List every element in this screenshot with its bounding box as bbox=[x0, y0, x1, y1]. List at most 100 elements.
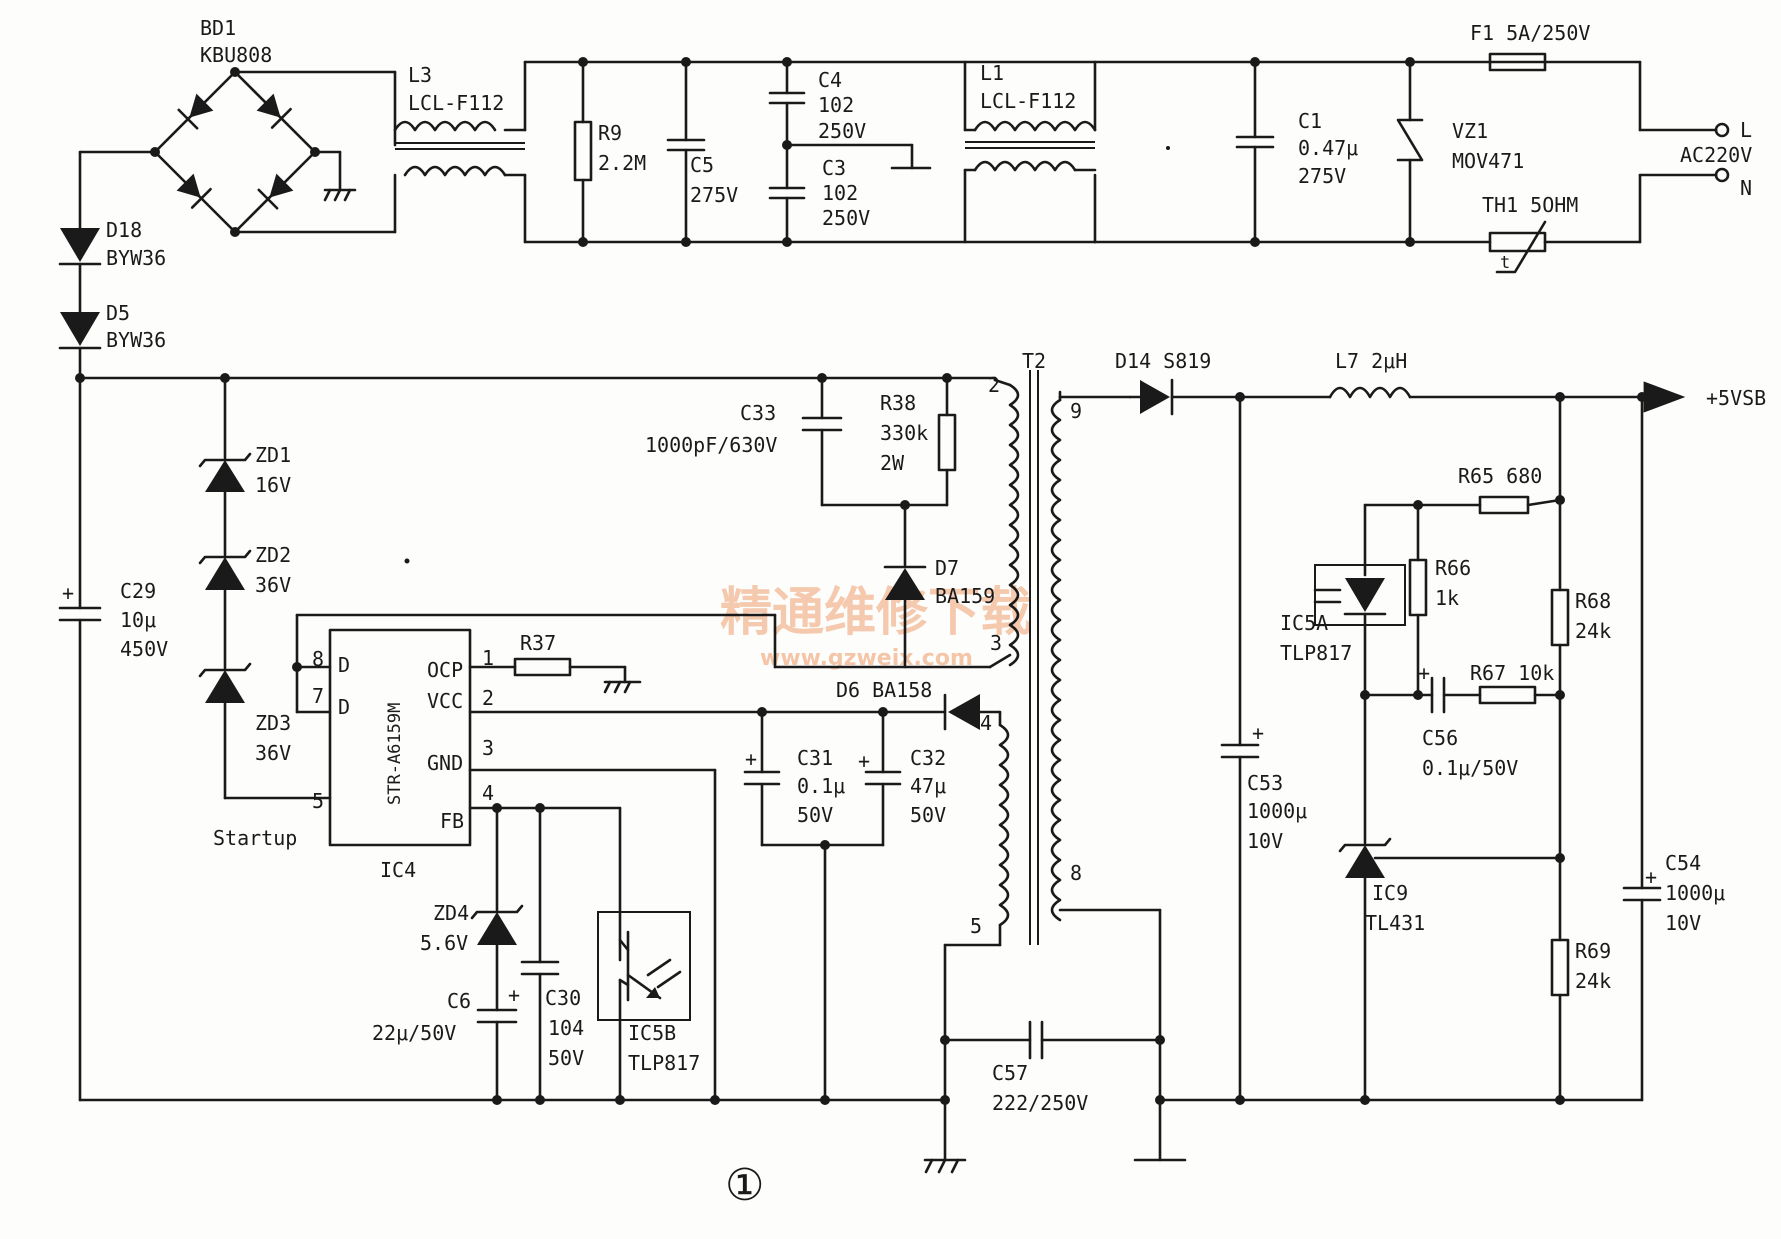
r69-ref: R69 bbox=[1575, 939, 1611, 963]
c33-ref: C33 bbox=[740, 401, 776, 425]
zd3-value: 36V bbox=[255, 741, 291, 765]
ic4-ref: IC4 bbox=[380, 858, 416, 882]
ic4-part: STR-A6159M bbox=[385, 703, 405, 805]
c29-voltage: 450V bbox=[120, 637, 168, 661]
ic5b-ref: IC5B bbox=[628, 1021, 676, 1045]
c57-value: 222/250V bbox=[992, 1091, 1088, 1115]
svg-text:+: + bbox=[1645, 865, 1657, 889]
ic4-pin3-name: GND bbox=[427, 751, 463, 775]
primary-ground-symbol bbox=[923, 1098, 967, 1174]
ac-input: L AC220V N bbox=[1680, 118, 1752, 200]
inductor-l1: L1 LCL-F112 bbox=[963, 60, 1097, 244]
c4-voltage: 250V bbox=[818, 119, 866, 143]
r38-value: 330k bbox=[880, 421, 928, 445]
c32-ref: C32 bbox=[910, 746, 946, 770]
c56-value: 0.1μ/50V bbox=[1422, 756, 1518, 780]
watermark-text: 精通维修下载 bbox=[720, 583, 1032, 643]
c4-ref: C4 bbox=[818, 68, 842, 92]
l1-ref: L1 bbox=[980, 61, 1004, 85]
c57-ref: C57 bbox=[992, 1061, 1028, 1085]
resistor-r65: R65 680 bbox=[1363, 464, 1562, 515]
diode-d18: D18 BYW36 bbox=[58, 218, 166, 270]
th1-symbol: t bbox=[1500, 253, 1510, 273]
r9-ref: R9 bbox=[598, 121, 622, 145]
capacitor-c29: + C29 10μ 450V bbox=[58, 376, 168, 1102]
ic4-pin1-num: 1 bbox=[482, 646, 494, 670]
r66-value: 1k bbox=[1435, 586, 1459, 610]
bd1-value: KBU808 bbox=[200, 43, 272, 67]
zd4-value: 5.6V bbox=[420, 931, 468, 955]
r66-ref: R66 bbox=[1435, 556, 1471, 580]
capacitor-c1: C1 0.47μ 275V bbox=[1235, 57, 1358, 247]
output-label: +5VSB bbox=[1706, 386, 1766, 410]
ic4-pin2-name: VCC bbox=[427, 689, 463, 713]
zener-zd1: ZD1 16V bbox=[198, 443, 291, 497]
capacitor-c57: C57 222/250V bbox=[943, 1020, 1165, 1115]
t2-pin4: 4 bbox=[980, 711, 992, 735]
t2-ref: T2 bbox=[1022, 349, 1046, 373]
r69-value: 24k bbox=[1575, 969, 1611, 993]
bd1-ref: BD1 bbox=[200, 16, 236, 40]
vz1-value: MOV471 bbox=[1452, 149, 1524, 173]
transformer-t2: T2 2 3 4 5 9 8 bbox=[970, 349, 1082, 945]
c53-voltage: 10V bbox=[1247, 829, 1283, 853]
capacitor-c6: + C6 22μ/50V bbox=[372, 983, 520, 1102]
c6-ref: C6 bbox=[447, 989, 471, 1013]
c31-voltage: 50V bbox=[797, 803, 833, 827]
r9-value: 2.2M bbox=[598, 151, 646, 175]
capacitor-c33: C33 1000pF/630V bbox=[645, 376, 843, 507]
r38-ref: R38 bbox=[880, 391, 916, 415]
ic4-pin4-num: 4 bbox=[482, 781, 494, 805]
d18-ref: D18 bbox=[106, 218, 142, 242]
c3-ref: C3 bbox=[822, 156, 846, 180]
c30-ref: C30 bbox=[545, 986, 581, 1010]
zener-zd4: ZD4 5.6V bbox=[420, 806, 524, 1012]
ac-l-label: L bbox=[1740, 118, 1752, 142]
zener-zd3: ZD3 36V bbox=[198, 662, 291, 765]
bridge-rectifier-bd1: BD1 KBU808 bbox=[150, 16, 357, 237]
c54-voltage: 10V bbox=[1665, 911, 1701, 935]
resistor-r69: R69 24k bbox=[1550, 856, 1611, 1102]
diode-d5: D5 BYW36 bbox=[58, 301, 166, 352]
t2-pin2: 2 bbox=[988, 373, 1000, 397]
ic4-pin7-name: D bbox=[338, 695, 350, 719]
ic4-pin1-name: OCP bbox=[427, 658, 463, 682]
resistor-r66: R66 1k bbox=[1408, 503, 1471, 697]
capacitor-c4-c3: C4 102 250V C3 102 250V bbox=[768, 57, 932, 247]
c3-value: 102 bbox=[822, 181, 858, 205]
r65-label: R65 680 bbox=[1458, 464, 1542, 488]
bridge-diode-ll bbox=[176, 173, 212, 209]
zd4-ref: ZD4 bbox=[433, 901, 469, 925]
d7-ref: D7 bbox=[935, 556, 959, 580]
diode-d6: D6 BA158 bbox=[836, 678, 1002, 731]
resistor-r9: R9 2.2M bbox=[573, 57, 646, 247]
bridge-diode-lr bbox=[257, 173, 294, 210]
ac-label: AC220V bbox=[1680, 143, 1752, 167]
svg-text:+: + bbox=[1252, 721, 1264, 745]
c1-voltage: 275V bbox=[1298, 164, 1346, 188]
bridge-diode-ul bbox=[177, 93, 214, 130]
capacitor-c32: + C32 47μ 50V bbox=[858, 710, 946, 847]
l1-value: LCL-F112 bbox=[980, 89, 1076, 113]
diode-d14: D14 S819 bbox=[1115, 349, 1211, 416]
figure-number: ① bbox=[725, 1160, 764, 1211]
ic9-value: TL431 bbox=[1365, 911, 1425, 935]
resistor-r67: R67 10k bbox=[1442, 661, 1562, 705]
zd3-ref: ZD3 bbox=[255, 711, 291, 735]
resistor-r38: R38 330k 2W bbox=[880, 376, 957, 507]
r67-label: R67 10k bbox=[1470, 661, 1554, 685]
c54-ref: C54 bbox=[1665, 851, 1701, 875]
capacitor-c30: C30 104 50V bbox=[520, 806, 584, 1102]
inductor-l3: L3 LCL-F112 bbox=[393, 63, 525, 177]
watermark: 精通维修下载 www.gzweix.com bbox=[720, 583, 1032, 671]
varistor-vz1: VZ1 MOV471 bbox=[1396, 57, 1524, 247]
c5-value: 275V bbox=[690, 183, 738, 207]
c6-value: 22μ/50V bbox=[372, 1021, 456, 1045]
r68-ref: R68 bbox=[1575, 589, 1611, 613]
svg-text:+: + bbox=[745, 747, 757, 771]
zd2-value: 36V bbox=[255, 573, 291, 597]
svg-text:+: + bbox=[62, 581, 74, 605]
resistor-r37: R37 bbox=[468, 631, 642, 694]
c5-ref: C5 bbox=[690, 153, 714, 177]
